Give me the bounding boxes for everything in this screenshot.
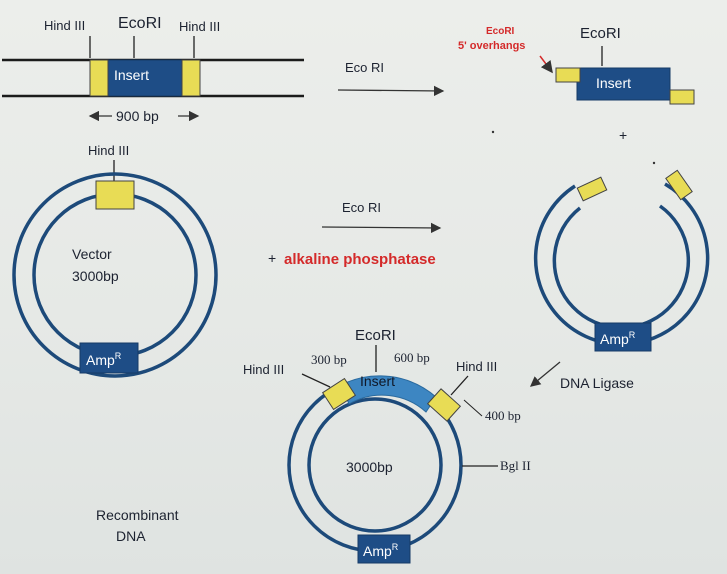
hind-iii-label-rec-left: Hind III <box>243 362 284 377</box>
vector-label: Vector <box>72 246 112 262</box>
overhang-right <box>669 89 695 105</box>
eco-ri-label-1: Eco RI <box>345 60 384 75</box>
stray-mark-1 <box>491 130 495 134</box>
opened-ring-inner <box>552 204 691 330</box>
hind-iii-site-vector <box>95 180 135 210</box>
hind-iii-site-left <box>89 59 109 97</box>
hind-iii-label-vector: Hind III <box>88 143 129 158</box>
bp-300-label: 300 bp <box>311 352 347 367</box>
overhang-pointer <box>539 55 553 74</box>
open-end-right <box>665 169 693 201</box>
alkaline-plus: + <box>268 250 276 266</box>
recombinant-label-1: Recombinant <box>96 507 179 523</box>
overhang-left <box>555 67 581 83</box>
ecori-label-cut: EcoRI <box>580 25 621 42</box>
alkaline-phosphatase-label: alkaline phosphatase <box>284 251 436 268</box>
amp-label-vector: AmpR <box>86 351 122 368</box>
size-900-label: 900 bp <box>116 108 159 124</box>
hind-iii-label-rec-right: Hind III <box>456 359 497 374</box>
hind-iii-site-rec-left <box>321 377 357 411</box>
bp-600-label: 600 bp <box>394 350 430 365</box>
bp-400-pointer <box>463 399 483 417</box>
overhang-subtitle: 5' overhangs <box>458 40 525 52</box>
vector-plasmid: Hind III AmpR Vector 3000bp <box>12 143 218 378</box>
stray-mark-2 <box>652 161 656 165</box>
amp-label-rec: AmpR <box>363 542 399 559</box>
opened-ring-outer <box>533 182 710 346</box>
hind-iii-site-rec-right <box>426 388 462 422</box>
rec-insert-label: Insert <box>360 373 395 389</box>
hind-iii-label-left: Hind III <box>44 18 85 33</box>
hind-iii-pointer-right <box>450 375 469 396</box>
opened-vector: AmpR <box>533 169 710 352</box>
hind-iii-site-right <box>181 59 201 97</box>
rec-size-label: 3000bp <box>346 459 393 475</box>
recombinant-plasmid: Insert EcoRI 300 bp 600 bp Hind III Hind… <box>243 327 531 564</box>
eco-ri-label-2: Eco RI <box>342 200 381 215</box>
ecori-label-top: EcoRI <box>118 15 162 32</box>
amp-label-opened: AmpR <box>600 330 636 347</box>
amp-box-vector <box>79 342 139 374</box>
recombinant-label-2: DNA <box>116 528 146 544</box>
linear-dna-fragment: Hind III EcoRI Hind III Insert 900 bp <box>2 15 304 124</box>
insert-block <box>107 59 185 97</box>
bp-400-label: 400 bp <box>485 408 521 423</box>
hind-iii-pointer-left <box>301 373 331 388</box>
hind-iii-label-right: Hind III <box>179 19 220 34</box>
digest-arrow-1 <box>337 85 445 97</box>
vector-size: 3000bp <box>72 268 119 284</box>
bgl-ii-label: Bgl II <box>500 458 531 473</box>
digest-arrow-2 <box>321 222 442 234</box>
ecori-label-rec: EcoRI <box>355 327 396 344</box>
recombinant-ring-inner <box>307 397 443 533</box>
open-end-left <box>576 176 608 202</box>
ligase-arrow <box>529 361 561 387</box>
cut-insert-block <box>576 67 671 101</box>
plus-sign-right: + <box>619 127 627 143</box>
dna-ligase-label: DNA Ligase <box>560 375 634 391</box>
amp-box-opened <box>594 322 652 352</box>
cut-insert-fragment: EcoRI 5' overhangs EcoRI Insert + <box>458 25 695 143</box>
insert-label: Insert <box>114 67 149 83</box>
vector-ring-outer <box>12 172 218 378</box>
cut-insert-label: Insert <box>596 75 631 91</box>
overhang-title: EcoRI <box>486 26 515 37</box>
amp-box-rec <box>357 534 411 564</box>
